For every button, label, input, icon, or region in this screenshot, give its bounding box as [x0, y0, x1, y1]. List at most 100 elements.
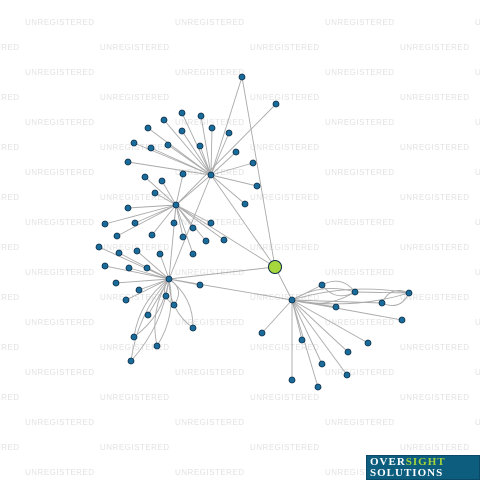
- graph-node[interactable]: [207, 219, 215, 227]
- graph-edge: [175, 174, 212, 206]
- graph-node[interactable]: [162, 292, 170, 300]
- graph-node[interactable]: [179, 170, 187, 178]
- graph-node[interactable]: [156, 250, 164, 258]
- graph-node[interactable]: [101, 220, 109, 228]
- graph-edge: [146, 267, 170, 280]
- focus-node[interactable]: [268, 260, 282, 274]
- graph-node[interactable]: [405, 289, 413, 297]
- graph-edge: [127, 161, 212, 176]
- graph-node[interactable]: [179, 233, 187, 241]
- graph-node[interactable]: [101, 262, 109, 270]
- graph-edge: [175, 204, 194, 255]
- graph-node[interactable]: [208, 124, 216, 132]
- graph-node[interactable]: [141, 173, 149, 181]
- watermark-text: UNREGISTERED: [175, 68, 245, 77]
- logo-part-solutions: SOLUTIONS: [370, 467, 444, 479]
- graph-edge: [210, 127, 213, 176]
- graph-edge: [291, 288, 410, 301]
- graph-node[interactable]: [127, 357, 135, 365]
- graph-node[interactable]: [196, 281, 204, 289]
- graph-node[interactable]: [288, 376, 296, 384]
- graph-node[interactable]: [298, 336, 306, 344]
- watermark-text: UNREGISTERED: [475, 218, 480, 227]
- graph-node[interactable]: [124, 204, 132, 212]
- graph-node[interactable]: [344, 348, 352, 356]
- graph-edge: [291, 288, 356, 301]
- logo-part-over: OVER: [370, 456, 406, 468]
- graph-node[interactable]: [113, 232, 121, 240]
- graph-node[interactable]: [130, 333, 138, 341]
- graph-node[interactable]: [144, 124, 152, 132]
- graph-node[interactable]: [135, 286, 143, 294]
- graph-node[interactable]: [189, 324, 197, 332]
- graph-node[interactable]: [165, 275, 173, 283]
- graph-edge: [116, 204, 177, 237]
- graph-node[interactable]: [122, 296, 130, 304]
- graph-node[interactable]: [125, 264, 133, 272]
- graph-node[interactable]: [130, 139, 138, 147]
- watermark-text: UNREGISTERED: [325, 118, 395, 127]
- graph-node[interactable]: [314, 383, 322, 391]
- graph-node[interactable]: [112, 279, 120, 287]
- graph-edge: [210, 174, 276, 268]
- graph-node[interactable]: [178, 109, 186, 117]
- graph-node[interactable]: [207, 171, 215, 179]
- graph-node[interactable]: [178, 127, 186, 135]
- graph-node[interactable]: [189, 250, 197, 258]
- graph-node[interactable]: [202, 237, 210, 245]
- graph-node[interactable]: [148, 231, 156, 239]
- graph-node[interactable]: [343, 371, 351, 379]
- graph-node[interactable]: [318, 281, 326, 289]
- graph-node[interactable]: [241, 200, 249, 208]
- graph-node[interactable]: [143, 264, 151, 272]
- graph-edge: [130, 278, 170, 362]
- graph-node[interactable]: [272, 100, 280, 108]
- watermark-text: UNREGISTERED: [100, 343, 170, 352]
- graph-node[interactable]: [153, 342, 161, 350]
- graph-node[interactable]: [398, 316, 406, 324]
- watermark-text: UNREGISTERED: [100, 43, 170, 52]
- graph-node[interactable]: [95, 243, 103, 251]
- graph-node[interactable]: [220, 236, 228, 244]
- graph-edge: [181, 130, 212, 176]
- graph-node[interactable]: [288, 296, 296, 304]
- graph-node[interactable]: [238, 73, 246, 81]
- graph-node[interactable]: [258, 329, 266, 337]
- watermark-text: UNREGISTERED: [100, 243, 170, 252]
- graph-node[interactable]: [332, 303, 340, 311]
- graph-edge: [354, 291, 410, 294]
- graph-node[interactable]: [249, 159, 257, 167]
- graph-node[interactable]: [351, 288, 359, 296]
- graph-edge: [163, 119, 212, 176]
- graph-node[interactable]: [144, 311, 152, 319]
- watermark-text: UNREGISTERED: [250, 393, 320, 402]
- graph-node[interactable]: [197, 112, 205, 120]
- graph-node[interactable]: [170, 301, 178, 309]
- graph-node[interactable]: [158, 177, 166, 185]
- graph-node[interactable]: [378, 299, 386, 307]
- graph-node[interactable]: [151, 189, 159, 197]
- graph-node[interactable]: [115, 249, 123, 257]
- graph-node[interactable]: [131, 219, 139, 227]
- graph-node[interactable]: [364, 339, 372, 347]
- graph-node[interactable]: [253, 182, 261, 190]
- graph-node[interactable]: [225, 129, 233, 137]
- graph-node[interactable]: [160, 116, 168, 124]
- graph-node[interactable]: [124, 158, 132, 166]
- graph-node[interactable]: [133, 247, 141, 255]
- graph-node[interactable]: [172, 201, 180, 209]
- graph-node[interactable]: [170, 219, 178, 227]
- graph-node[interactable]: [196, 142, 204, 150]
- graph-edge: [133, 278, 170, 338]
- graph-edge: [175, 204, 276, 268]
- graph-node[interactable]: [318, 360, 326, 368]
- graph-node[interactable]: [164, 141, 172, 149]
- graph-node[interactable]: [232, 148, 240, 156]
- graph-node[interactable]: [189, 224, 197, 232]
- graph-edge: [175, 103, 277, 206]
- watermark-text: UNREGISTERED: [400, 443, 470, 452]
- watermark-text: UNREGISTERED: [0, 293, 20, 302]
- graph-edge: [115, 278, 170, 284]
- watermark-text: UNREGISTERED: [0, 343, 20, 352]
- graph-node[interactable]: [147, 144, 155, 152]
